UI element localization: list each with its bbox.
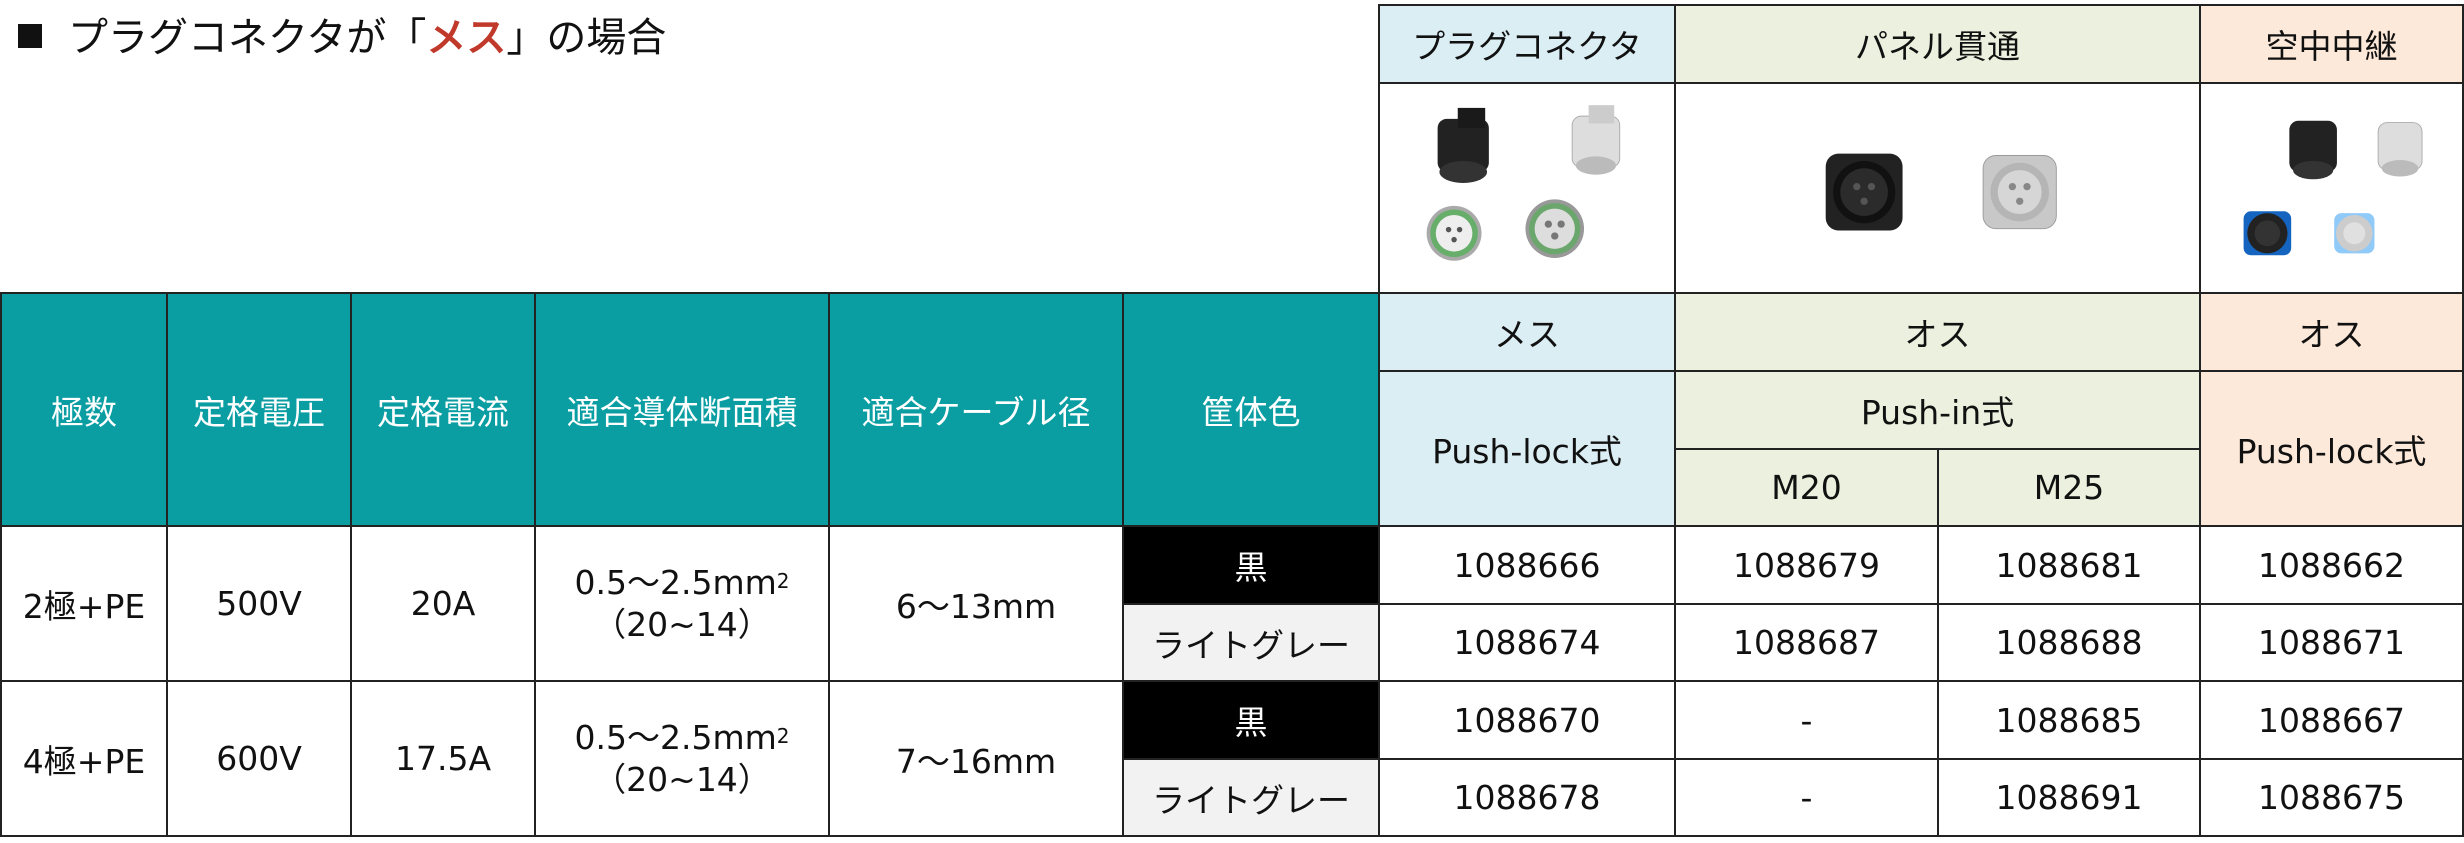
cable-cell: 7～16mm [828, 680, 1124, 837]
conductor-cell: 0.5～2.5mm2 （20~14） [534, 680, 830, 837]
plug-image-cell [1378, 82, 1676, 294]
part-number-cell: - [1674, 758, 1939, 837]
inline-image-cell [2199, 82, 2464, 294]
poles-cell: 2極+PE [0, 525, 168, 682]
page-title: プラグコネクタが「メス」の場合 [18, 10, 666, 66]
cable-cell: 6～13mm [828, 525, 1124, 682]
conductor-cell: 0.5～2.5mm2 （20~14） [534, 525, 830, 682]
header-inline-coupling: 空中中継 [2199, 4, 2464, 84]
inline-gender: オス [2199, 292, 2464, 372]
part-number-cell: 1088681 [1937, 525, 2201, 605]
part-number-cell: 1088685 [1937, 680, 2201, 760]
color-black-cell: 黒 [1122, 680, 1380, 760]
col-header-current: 定格電流 [350, 292, 536, 527]
part-number-cell: 1088670 [1378, 680, 1676, 760]
part-number-cell: 1088675 [2199, 758, 2464, 837]
panel-lock-type: Push-in式 [1674, 370, 2201, 450]
col-header-housing-color: 筐体色 [1122, 292, 1380, 527]
color-black-cell: 黒 [1122, 525, 1380, 605]
color-lightgray-cell: ライトグレー [1122, 758, 1380, 837]
color-lightgray-cell: ライトグレー [1122, 603, 1380, 682]
header-panel-feedthrough: パネル貫通 [1674, 4, 2201, 84]
part-number-cell: 1088679 [1674, 525, 1939, 605]
col-header-conductor: 適合導体断面積 [534, 292, 830, 527]
current-cell: 17.5A [350, 680, 536, 837]
part-number-cell: 1088662 [2199, 525, 2464, 605]
col-header-voltage: 定格電圧 [166, 292, 352, 527]
voltage-cell: 600V [166, 680, 352, 837]
part-number-cell: 1088678 [1378, 758, 1676, 837]
thread-m20: M20 [1674, 448, 1939, 527]
inline-coupling-product-image [2243, 121, 2423, 256]
square-bullet-icon [18, 24, 42, 48]
plug-connector-product-image [1426, 105, 1620, 262]
plug-gender: メス [1378, 292, 1676, 372]
part-number-cell: 1088666 [1378, 525, 1676, 605]
panel-image-cell [1674, 82, 2201, 294]
part-number-cell: 1088687 [1674, 603, 1939, 682]
col-header-cable: 適合ケーブル径 [828, 292, 1124, 527]
part-number-cell: 1088674 [1378, 603, 1676, 682]
part-number-cell: 1088671 [2199, 603, 2464, 682]
poles-cell: 4極+PE [0, 680, 168, 837]
header-plug-connector: プラグコネクタ [1378, 4, 1676, 84]
part-number-cell: 1088688 [1937, 603, 2201, 682]
part-number-cell: 1088667 [2199, 680, 2464, 760]
col-header-poles: 極数 [0, 292, 168, 527]
title-highlight: メス [426, 15, 507, 61]
current-cell: 20A [350, 525, 536, 682]
thread-m25: M25 [1937, 448, 2201, 527]
voltage-cell: 500V [166, 525, 352, 682]
part-number-cell: - [1674, 680, 1939, 760]
panel-feedthrough-product-image [1825, 154, 2057, 232]
part-number-cell: 1088691 [1937, 758, 2201, 837]
inline-lock-type: Push-lock式 [2199, 370, 2464, 527]
plug-lock-type: Push-lock式 [1378, 370, 1676, 527]
panel-gender: オス [1674, 292, 2201, 372]
